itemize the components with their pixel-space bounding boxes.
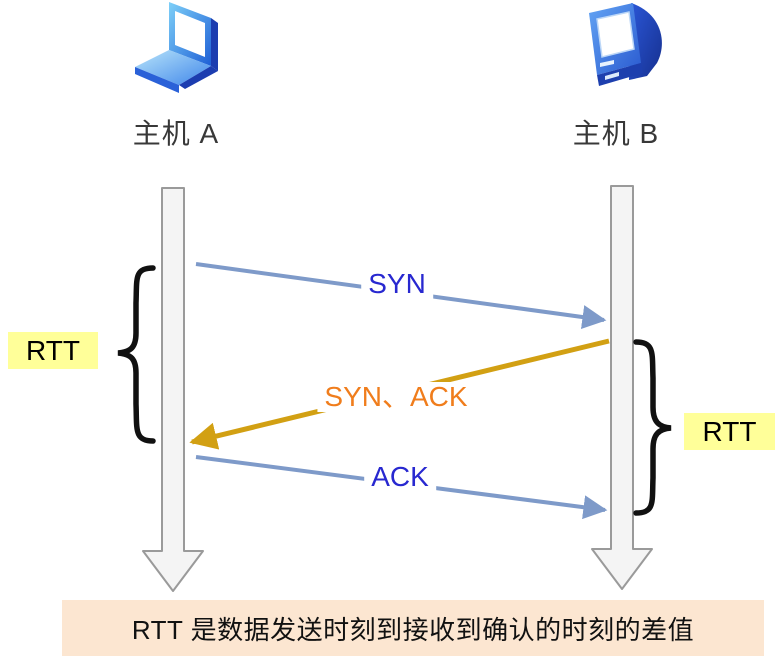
desktop-computer-icon bbox=[589, 3, 662, 86]
syn-ack-label: SYN、ACK bbox=[317, 382, 475, 412]
ack-label: ACK bbox=[364, 462, 436, 492]
rtt-label-left: RTT bbox=[8, 332, 98, 369]
caption-banner: RTT 是数据发送时刻到接收到确认的时刻的差值 bbox=[62, 600, 764, 656]
timeline-host-a bbox=[142, 187, 204, 592]
host-a-label: 主机 A bbox=[132, 118, 220, 149]
host-b-label: 主机 B bbox=[572, 118, 660, 149]
rtt-brace-left bbox=[117, 265, 156, 444]
rtt-brace-right bbox=[633, 339, 672, 516]
syn-label: SYN bbox=[361, 269, 433, 299]
laptop-icon bbox=[135, 2, 218, 93]
timeline-host-b bbox=[591, 185, 653, 590]
rtt-label-right: RTT bbox=[684, 413, 775, 450]
